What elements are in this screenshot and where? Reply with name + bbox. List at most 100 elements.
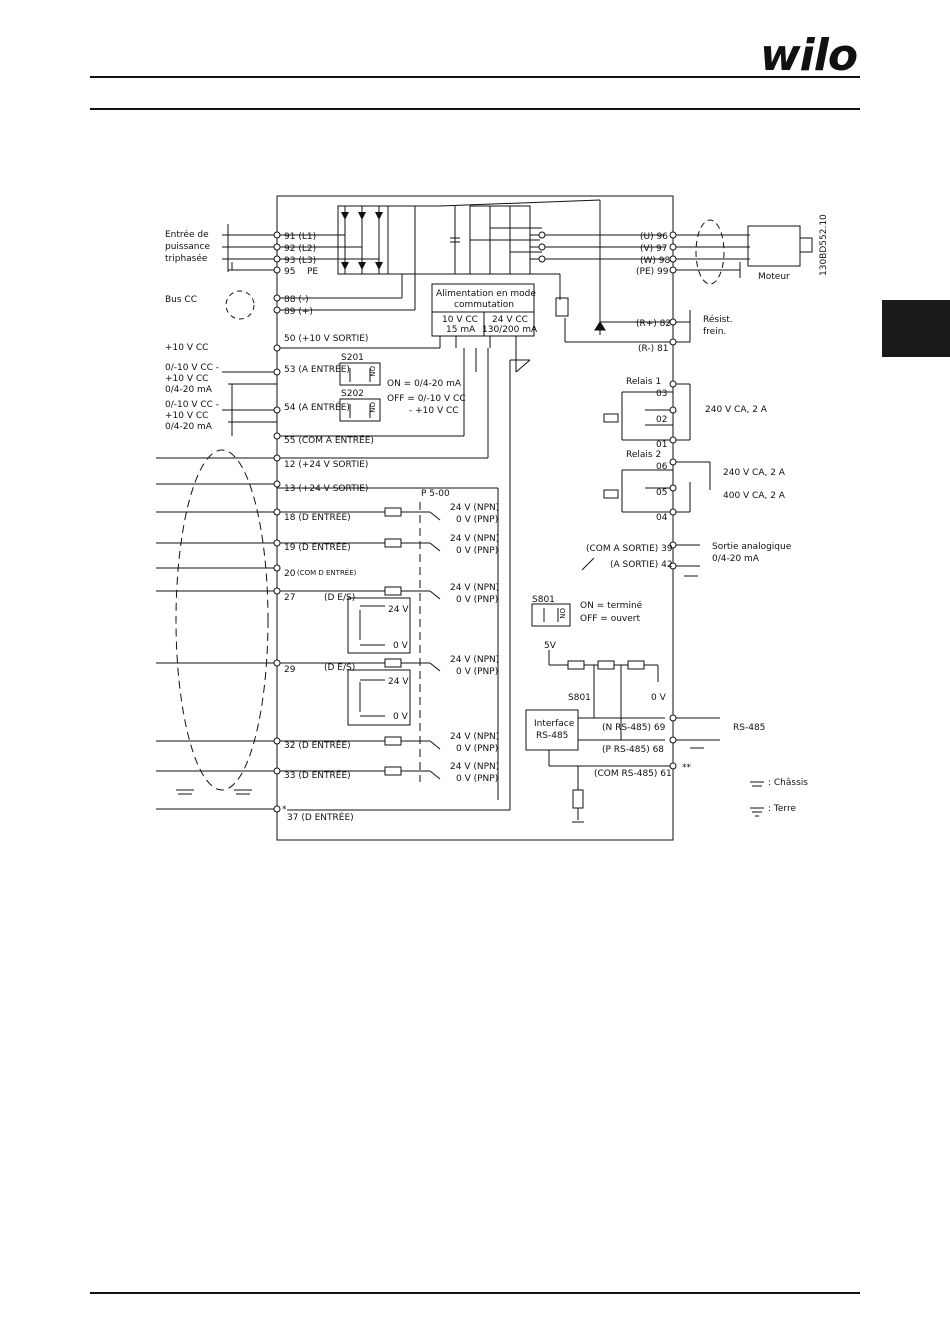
- terminal-04: 04: [656, 513, 668, 523]
- terminal-97: (V) 97: [640, 244, 668, 254]
- terminal-92: 92 (L2): [284, 244, 316, 254]
- label-brake-2: frein.: [703, 327, 726, 337]
- terminal-13: 13 (+24 V SORTIE): [284, 484, 368, 494]
- footer-rule: [90, 1292, 860, 1294]
- terminal-42: (A SORTIE) 42: [610, 560, 673, 570]
- terminal-37: 37 (D ENTRÉE): [287, 811, 354, 823]
- s201-off-text-1: OFF = 0/-10 V CC: [387, 394, 466, 404]
- rs485-interface: [525, 709, 579, 751]
- supply-left-2: 15 mA: [446, 325, 476, 335]
- header-rule-top: [90, 76, 860, 78]
- npn-19: 24 V (NPN): [450, 534, 499, 544]
- terminal-32: 32 (D ENTRÉE): [284, 739, 351, 751]
- label-motor: Moteur: [758, 272, 790, 282]
- switch-mode-supply: [431, 283, 535, 337]
- s201-on-text: ON = 0/4-20 mA: [387, 379, 462, 389]
- npn-29: 24 V (NPN): [450, 655, 499, 665]
- chapter-tab-marker: [882, 300, 950, 357]
- terminal-12: 12 (+24 V SORTIE): [284, 460, 368, 470]
- legend-chassis: : Châssis: [768, 778, 808, 788]
- io27-24v: 24 V: [388, 605, 409, 615]
- label-de-s-27: (D E/S): [324, 593, 355, 603]
- label-s54-2: +10 V CC: [165, 411, 208, 421]
- s801-on-text: ON = terminé: [580, 600, 643, 611]
- header-rule-bottom: [90, 108, 860, 110]
- terminal-29: 29: [284, 665, 296, 675]
- label-analog-out-1: Sortie analogique: [712, 542, 792, 552]
- pnp-29: 0 V (PNP): [456, 667, 498, 677]
- rs485-iface-2: RS-485: [536, 731, 568, 741]
- label-5v: 5V: [544, 641, 557, 651]
- terminal-33: 33 (D ENTRÉE): [284, 769, 351, 781]
- pnp-18: 0 V (PNP): [456, 515, 498, 525]
- terminal-53: 53 (A ENTRÉE): [284, 363, 350, 375]
- supply-title-1: Alimentation en mode: [436, 289, 536, 299]
- terminal-20-desc: (COM D ENTRÉE): [297, 568, 357, 577]
- label-s54-1: 0/-10 V CC -: [165, 400, 219, 410]
- pnp-19: 0 V (PNP): [456, 546, 498, 556]
- io27-0v: 0 V: [393, 641, 409, 651]
- terminal-27: 27: [284, 593, 295, 603]
- relay1-rating: 240 V CA, 2 A: [705, 405, 768, 415]
- label-0v: 0 V: [651, 693, 667, 703]
- supply-right-1: 24 V CC: [492, 315, 528, 325]
- label-s53-3: 0/4-20 mA: [165, 385, 213, 395]
- switch-s801: S801: [532, 595, 555, 605]
- switch-s801-label: S801: [568, 693, 591, 703]
- wilo-logo: wilo: [760, 30, 858, 81]
- label-de-s-29: (D E/S): [324, 663, 355, 673]
- label-power-input-3: triphasée: [165, 253, 208, 264]
- terminal-05: 05: [656, 488, 667, 498]
- relay2-rating-1: 240 V CA, 2 A: [723, 468, 786, 478]
- figure-code: 130BD552.10: [819, 214, 829, 276]
- s801-off-text: OFF = ouvert: [580, 614, 640, 624]
- pnp-27: 0 V (PNP): [456, 595, 498, 605]
- label-s54-3: 0/4-20 mA: [165, 422, 213, 432]
- label-p5-00: P 5-00: [421, 489, 450, 499]
- label-s53-2: +10 V CC: [165, 374, 208, 384]
- npn-27: 24 V (NPN): [450, 583, 499, 593]
- pnp-32: 0 V (PNP): [456, 744, 498, 754]
- io29-24v: 24 V: [388, 677, 409, 687]
- terminal-02: 02: [656, 415, 667, 425]
- terminal-91: 91 (L1): [284, 232, 316, 242]
- terminal-55: 55 (COM A ENTRÉE): [284, 434, 374, 446]
- terminal-68: (P RS-485) 68: [602, 745, 664, 755]
- terminal-50: 50 (+10 V SORTIE): [284, 334, 368, 344]
- terminal-93: 93 (L3): [284, 256, 316, 266]
- terminal-69: (N RS-485) 69: [602, 723, 666, 733]
- label-power-input-1: Entrée de: [165, 229, 209, 240]
- s201-off-text-2: - +10 V CC: [409, 406, 459, 416]
- io29-0v: 0 V: [393, 712, 409, 722]
- label-power-input-2: puissance: [165, 242, 210, 252]
- terminal-95: 95: [284, 267, 295, 277]
- label-relay2: Relais 2: [626, 450, 661, 460]
- label-analog-out-2: 0/4-20 mA: [712, 554, 760, 564]
- switch-s202-on: ON: [368, 402, 376, 413]
- terminal-61: (COM RS-485) 61: [594, 769, 672, 779]
- legend-earth: : Terre: [768, 804, 796, 814]
- pnp-33: 0 V (PNP): [456, 774, 498, 784]
- label-plus10: +10 V CC: [165, 343, 208, 353]
- supply-left-1: 10 V CC: [442, 315, 478, 325]
- terminal-54: 54 (A ENTRÉE): [284, 401, 350, 413]
- terminal-96: (U) 96: [640, 232, 668, 242]
- terminal-37-star: *: [282, 805, 287, 815]
- relay2-rating-2: 400 V CA, 2 A: [723, 491, 786, 501]
- switch-s202: S202: [341, 389, 364, 399]
- label-double-star: **: [682, 763, 692, 773]
- switch-s201-on: ON: [368, 366, 376, 377]
- drive-enclosure: [276, 195, 674, 841]
- terminal-01: 01: [656, 440, 667, 450]
- terminal-18: 18 (D ENTRÉE): [284, 511, 351, 523]
- terminal-06: 06: [656, 462, 668, 472]
- terminal-89: 89 (+): [284, 307, 313, 317]
- terminal-88: 88 (-): [284, 295, 309, 305]
- terminal-81: (R-) 81: [638, 344, 668, 354]
- label-rs485: RS-485: [733, 723, 765, 733]
- terminal-98: (W) 98: [640, 256, 671, 266]
- switch-s201: S201: [341, 353, 364, 363]
- supply-title-2: commutation: [454, 300, 514, 310]
- motor-symbol: [747, 225, 801, 267]
